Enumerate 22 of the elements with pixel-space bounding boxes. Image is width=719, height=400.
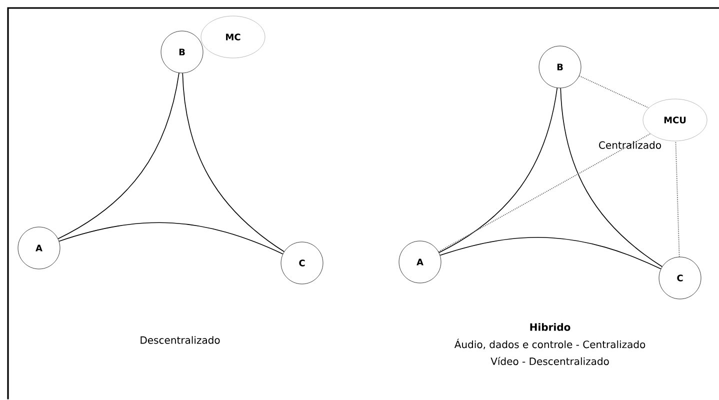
caption: Descentralizado	[140, 336, 220, 344]
circle-node: B	[160, 30, 204, 74]
curved-line	[182, 72, 284, 252]
circle-node: A	[398, 240, 442, 284]
curved-line	[58, 222, 284, 254]
caption-heading: Hibrido	[530, 323, 570, 331]
dotted-line	[675, 140, 680, 258]
dotted-line	[578, 75, 650, 108]
circle-node: C	[658, 256, 702, 300]
circle-node: C	[280, 242, 324, 284]
curved-line	[438, 88, 558, 253]
dotted-line	[438, 133, 651, 252]
circle-node: A	[18, 226, 60, 270]
ellipse-node: MC	[200, 16, 266, 58]
curved-line	[58, 72, 180, 240]
caption: Áudio, dados e controle - Centralizado	[454, 338, 646, 350]
circle-node: B	[538, 46, 582, 88]
ellipse-node: MCU	[642, 98, 708, 142]
caption: Vídeo - Descentralizado	[490, 356, 609, 366]
curved-line	[560, 88, 662, 268]
label-text: Centralizado	[599, 141, 661, 149]
curved-line	[440, 237, 662, 270]
